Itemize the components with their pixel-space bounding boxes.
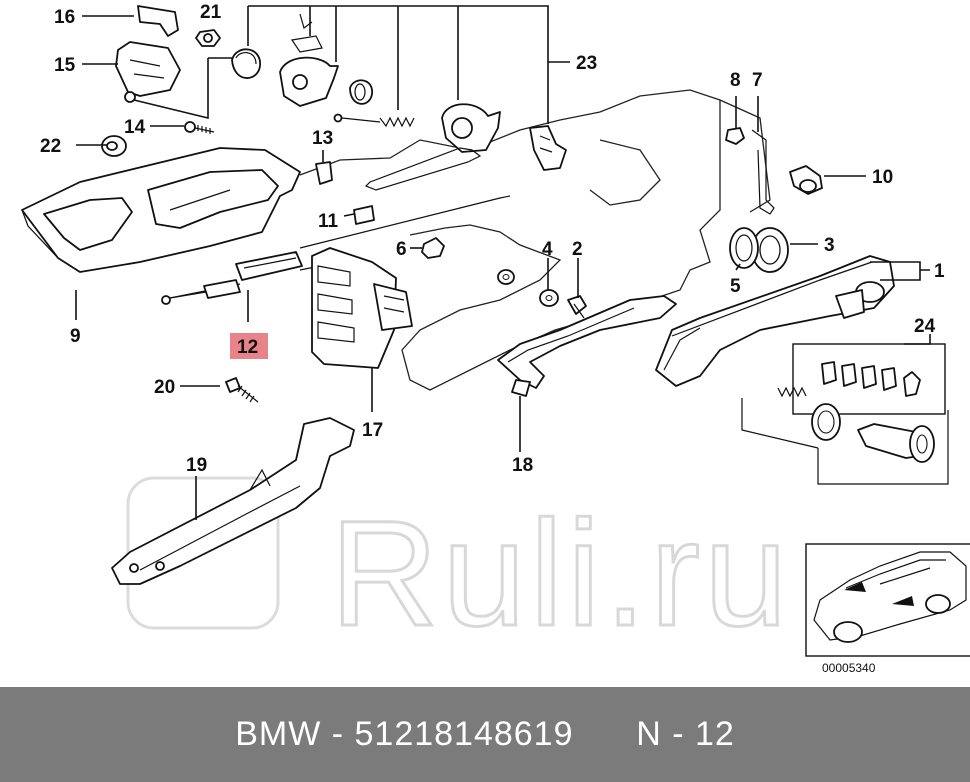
watermark-text: Ruli.ru (330, 489, 791, 657)
part-2-screw (567, 295, 587, 319)
inset-reference-number: 00005340 (822, 661, 876, 675)
part-8-nut (725, 127, 745, 145)
operating-rod (299, 195, 511, 249)
callout-21: 21 (200, 2, 222, 23)
footer-position-label: N - 12 (636, 715, 735, 753)
callout-24: 24 (914, 316, 936, 337)
part-19-bracket-plate (111, 417, 355, 585)
callout-3: 3 (824, 235, 835, 256)
callout-13: 13 (312, 128, 333, 149)
callout-labels: 16 21 15 23 22 14 13 8 7 10 11 6 4 2 3 1… (40, 2, 945, 476)
footer-brand: BMW (235, 715, 322, 753)
callout-6: 6 (396, 239, 407, 260)
callout-18: 18 (512, 455, 533, 476)
part-22-grommet (101, 135, 127, 157)
inset-car-view: 00005340 (805, 543, 970, 675)
callout-7: 7 (752, 70, 763, 91)
footer-part-number: 51218148619 (354, 715, 574, 753)
watermark: Ruli.ru (126, 476, 791, 659)
callout-5: 5 (730, 276, 741, 297)
callout-2: 2 (572, 239, 583, 260)
callout-16: 16 (54, 7, 75, 28)
part-12-cable (161, 251, 303, 305)
part-24-lock-set (741, 343, 949, 485)
part-3-ring (751, 227, 789, 273)
callout-20: 20 (154, 377, 175, 398)
part-21-nut (195, 29, 221, 47)
callout-15: 15 (54, 55, 76, 76)
footer-gap (574, 715, 637, 754)
callout-12-highlight (230, 333, 268, 359)
part-20-screw (225, 377, 259, 403)
part-18-handle-carrier (497, 295, 677, 397)
part-9-inner-handle-housing (21, 147, 301, 273)
part-14-screw (184, 121, 215, 134)
part-info-footer: BMW - 51218148619 N - 12 (0, 687, 970, 782)
part-7-rod (751, 129, 775, 215)
part-13-clip (315, 161, 333, 185)
callout-4: 4 (542, 239, 553, 260)
callout-19: 19 (186, 455, 207, 476)
callout-9: 9 (70, 326, 81, 347)
part-6-nut (421, 237, 445, 259)
leader-lines (75, 5, 931, 520)
part-10-clip (789, 165, 823, 195)
door-panel-edge (719, 99, 771, 213)
callout-17: 17 (362, 420, 383, 441)
exploded-parts-diagram: Ruli.ru (21, 2, 970, 675)
callout-12: 12 (237, 337, 258, 358)
callout-11: 11 (318, 211, 339, 232)
part-11-clip (353, 205, 375, 225)
part-17-lock-body (311, 247, 413, 369)
callout-8: 8 (730, 70, 741, 91)
door-inner-edge (589, 139, 661, 206)
part-23-spring-kit (231, 13, 567, 191)
callout-1: 1 (934, 261, 945, 282)
callout-23: 23 (576, 53, 597, 74)
part-4-washer (539, 289, 559, 307)
part-1-outer-handle (655, 255, 895, 387)
part-5-gasket (729, 227, 759, 269)
callout-10: 10 (872, 167, 893, 188)
callout-22: 22 (40, 136, 61, 157)
part-15-16-bracket (115, 5, 181, 103)
callout-14: 14 (124, 117, 146, 138)
footer-separator: - (321, 715, 355, 753)
part-washer (497, 269, 515, 285)
